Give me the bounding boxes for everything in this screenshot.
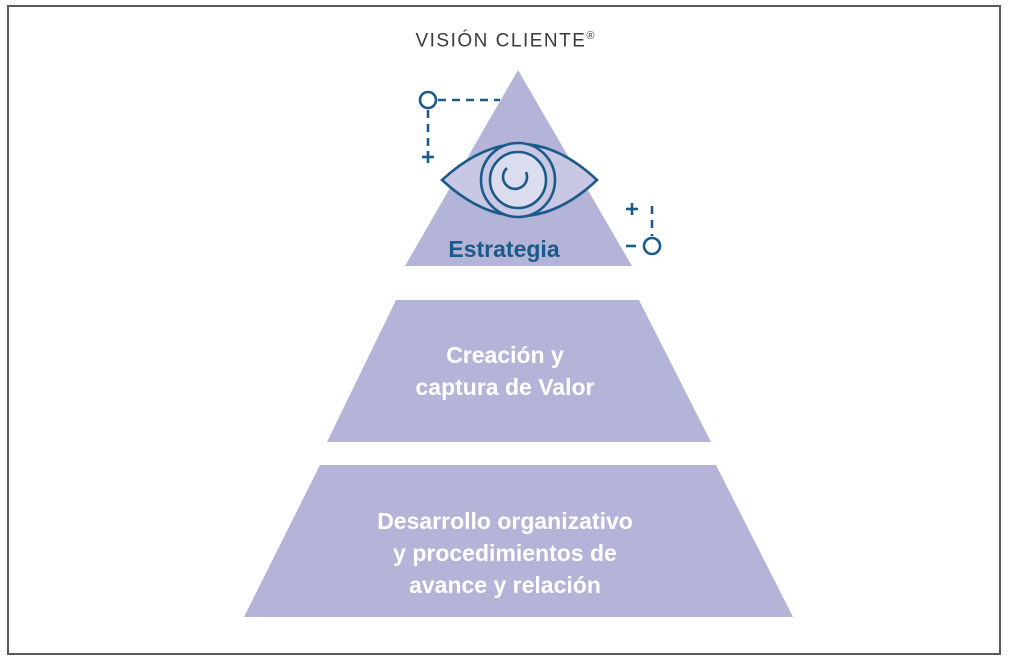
plus-icon <box>626 203 638 215</box>
circle-node-icon <box>642 206 662 256</box>
tier-bottom <box>244 465 793 617</box>
diagram-title: VISIÓN CLIENTE® <box>0 30 1010 52</box>
circle-node-icon <box>418 90 500 146</box>
tier-label-strategy: Estrategia <box>448 236 560 262</box>
tier-label-value: Creación y captura de Valor <box>415 342 595 400</box>
tier-middle <box>327 300 711 442</box>
tier-label-organization: Desarrollo organizativo y procedimientos… <box>377 508 633 598</box>
eye-icon <box>440 141 599 219</box>
title-text: VISIÓN CLIENTE <box>415 30 587 52</box>
registered-mark: ® <box>586 30 595 42</box>
plus-icon <box>422 151 434 163</box>
